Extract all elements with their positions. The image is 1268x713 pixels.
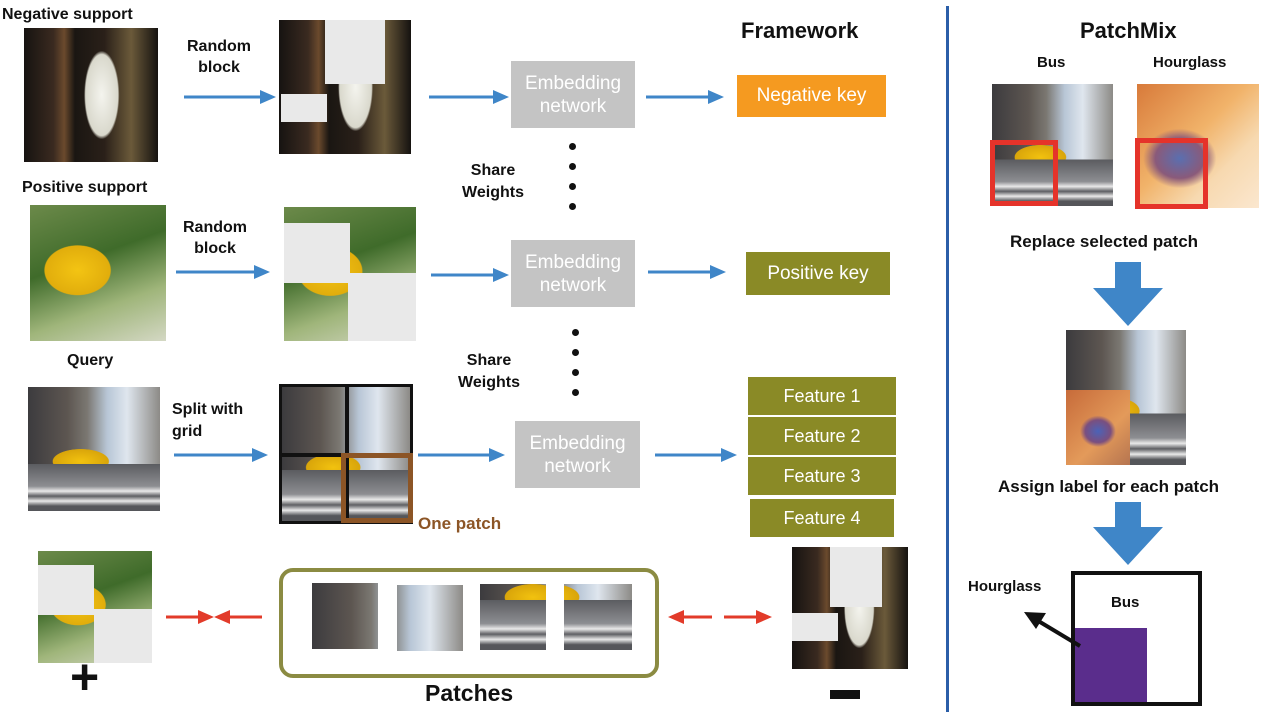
- split-with-grid-label: Split with grid: [172, 401, 244, 440]
- patches-label: Patches: [425, 680, 514, 706]
- assign-step-label: Assign label for each patch: [998, 477, 1220, 496]
- patchmix-title: PatchMix: [1080, 18, 1177, 43]
- section-divider: [946, 6, 949, 712]
- hourglass-header: Hourglass: [1153, 54, 1227, 71]
- ellipsis-dot: [572, 389, 579, 396]
- patch-2: [397, 585, 463, 651]
- label-map-box: [1071, 571, 1202, 706]
- ellipsis-dot: [569, 163, 576, 170]
- ellipsis-dot: [569, 203, 576, 210]
- positive-support-label: Positive support: [22, 179, 148, 196]
- random-block-mask: [792, 613, 838, 641]
- framework-title: Framework: [741, 18, 859, 43]
- hourglass-selected-patch: [1135, 138, 1208, 209]
- feature-box-1: Feature 1: [748, 377, 896, 415]
- random-block-mask: [830, 547, 882, 607]
- positive-masked-small-image: [38, 551, 152, 663]
- minus-sign: -: [830, 690, 860, 699]
- random-block-label-1: Random block: [187, 38, 251, 76]
- big-arrow-down-1: [1093, 262, 1163, 326]
- embedding-network-2: Embedding network: [511, 240, 635, 307]
- feature-box-2: Feature 2: [748, 417, 896, 455]
- feature-box-3: Feature 3: [748, 457, 896, 495]
- random-block-mask: [38, 565, 94, 615]
- share-weights-label-2: Share Weights: [458, 352, 520, 391]
- negative-support-label: Negative support: [2, 6, 133, 23]
- positive-key-box: Positive key: [746, 252, 890, 295]
- random-block-mask: [325, 20, 385, 84]
- random-block-mask: [94, 609, 152, 663]
- mixed-image: [1066, 330, 1186, 465]
- negative-support-image: [24, 28, 158, 162]
- ellipsis-dot: [569, 183, 576, 190]
- random-block-mask: [281, 94, 327, 122]
- patch-3: [480, 584, 546, 650]
- query-label: Query: [67, 352, 114, 369]
- masked-positive-image: [284, 207, 416, 341]
- masked-negative-image: [279, 20, 411, 154]
- patch-1: [312, 583, 378, 649]
- hourglass-region-label: Hourglass: [968, 578, 1042, 595]
- hourglass-label-region: [1075, 628, 1147, 702]
- negative-key-box: Negative key: [737, 75, 886, 117]
- embedding-network-1: Embedding network: [511, 61, 635, 128]
- bus-region-label: Bus: [1111, 594, 1140, 611]
- replace-step-label: Replace selected patch: [1010, 232, 1199, 251]
- hourglass-source-image: [1137, 84, 1259, 208]
- bus-source-image: [992, 84, 1113, 206]
- ellipsis-dot: [572, 369, 579, 376]
- ellipsis-dot: [572, 349, 579, 356]
- embedding-network-3: Embedding network: [515, 421, 640, 488]
- plus-sign: +: [70, 649, 100, 705]
- random-block-mask: [348, 273, 416, 341]
- bus-selected-patch: [990, 140, 1058, 206]
- positive-support-image: [30, 205, 166, 341]
- random-block-label-2: Random block: [183, 219, 247, 257]
- negative-masked-small-image: [792, 547, 908, 669]
- random-block-mask: [284, 223, 350, 283]
- ellipsis-dot: [569, 143, 576, 150]
- patches-box: [279, 568, 659, 678]
- one-patch-highlight: [341, 453, 413, 523]
- feature-box-4: Feature 4: [750, 499, 894, 537]
- bus-header: Bus: [1037, 54, 1066, 71]
- query-image: [28, 387, 160, 511]
- patch-4: [564, 584, 632, 650]
- mixed-patch: [1066, 390, 1130, 465]
- one-patch-label: One patch: [418, 514, 502, 533]
- ellipsis-dot: [572, 329, 579, 336]
- big-arrow-down-2: [1093, 502, 1163, 565]
- share-weights-label-1: Share Weights: [462, 162, 524, 201]
